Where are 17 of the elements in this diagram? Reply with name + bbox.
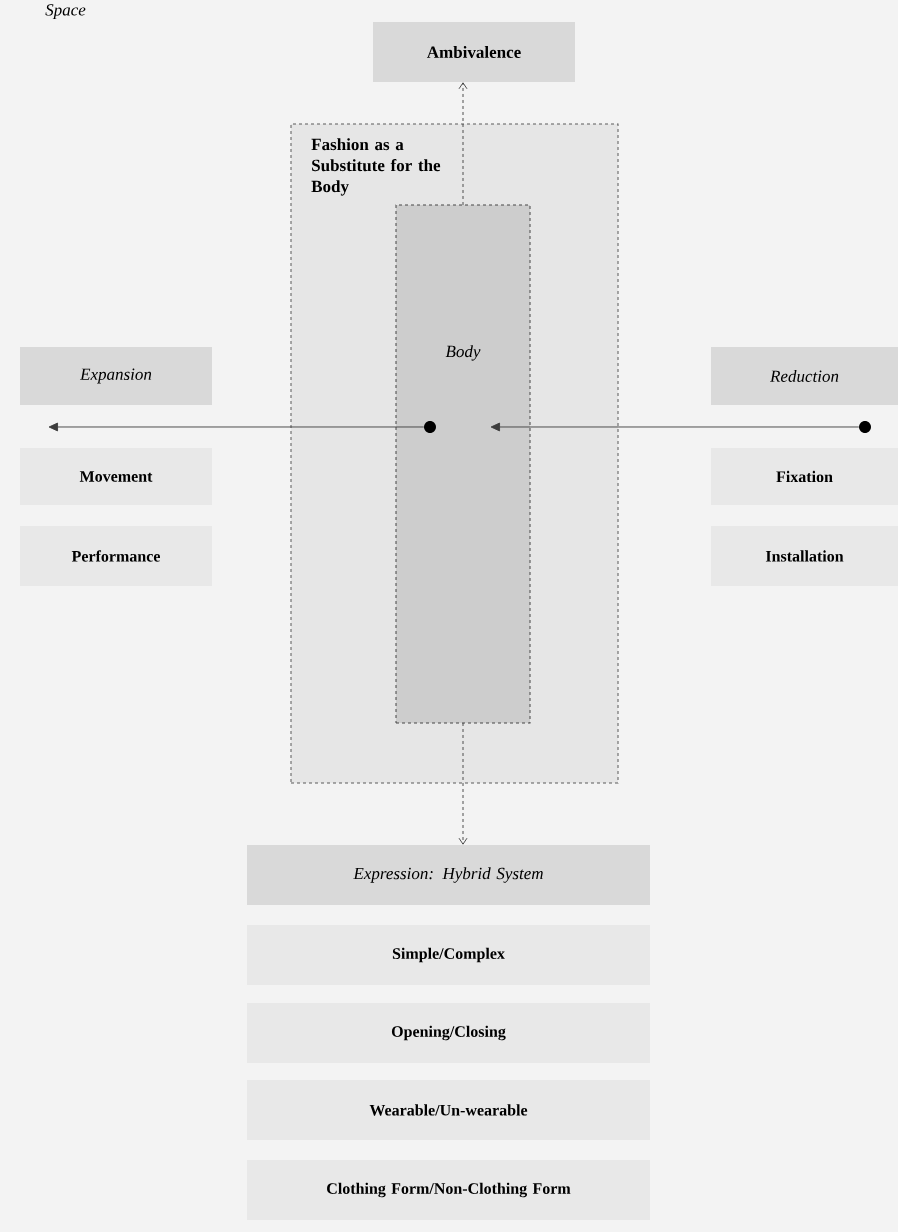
arrow [490, 422, 860, 432]
body-box: Body [395, 204, 531, 724]
item-box: Wearable/Un-wearable [247, 1080, 650, 1140]
heading-box: Ambivalence [373, 22, 575, 82]
heading-box: Expansion [20, 347, 212, 405]
item-box: Installation [711, 526, 898, 586]
item-box: Simple/Complex [247, 925, 650, 985]
arrow [48, 422, 425, 432]
heading-box: Expression: Hybrid System [247, 845, 650, 905]
item-box: Performance [20, 526, 212, 586]
arrow [458, 722, 468, 845]
item-box: Clothing Form/Non-Clothing Form [247, 1160, 650, 1220]
item-box: Fixation [711, 448, 898, 505]
item-box: Opening/Closing [247, 1003, 650, 1063]
item-box: Movement [20, 448, 212, 505]
arrow [458, 82, 468, 206]
heading-box: Reduction [711, 347, 898, 405]
